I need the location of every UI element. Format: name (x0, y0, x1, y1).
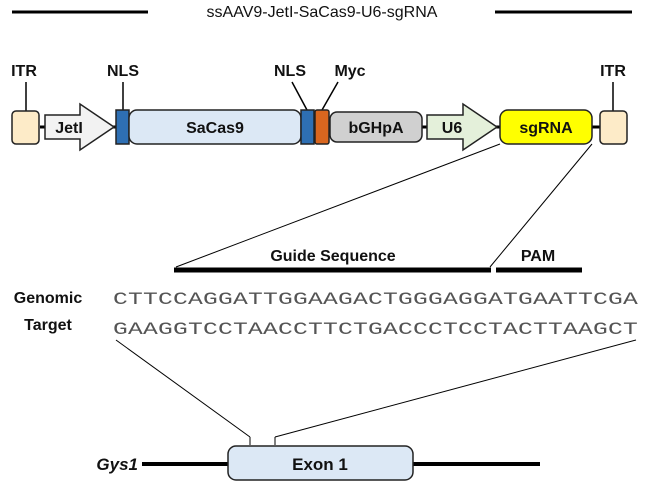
itr-left-label: ITR (11, 63, 37, 80)
jeti-promoter-arrow (44, 102, 116, 152)
gys1-gene-label: Gys1 (96, 455, 138, 474)
genomic-target-label-line1: Genomic (14, 290, 83, 307)
myc-leader (321, 81, 339, 111)
sgrna-box (499, 109, 593, 145)
top-strand-sequence: CTTCCAGGATTGGAAGACTGGGAGGATGAATTCGA (113, 290, 638, 310)
nls-right-leader (291, 81, 308, 111)
u6-promoter-arrow (426, 102, 499, 152)
guide-sequence-label: Guide Sequence (270, 248, 395, 265)
nls-left-label: NLS (107, 63, 139, 80)
nls-left-box (115, 109, 130, 145)
sgrna-label: sgRNA (519, 120, 573, 137)
diagram-title: ssAAV9-JetI-SaCas9-U6-sgRNA (207, 4, 438, 21)
bottom-strand-sequence: GAAGGTCCTAACCTTCTGACCCTCCTACTTAAGCT (113, 320, 638, 340)
exon-zoom-line-right (274, 339, 637, 438)
exon1-label: Exon 1 (292, 455, 348, 474)
sgrna-zoom-line-right (489, 143, 593, 268)
sacas9-label: SaCas9 (186, 120, 244, 137)
myc-box (314, 109, 330, 145)
exon1-box (227, 445, 414, 481)
itr-right-label: ITR (600, 63, 626, 80)
genomic-target-label-line2: Target (24, 317, 72, 334)
u6-label: U6 (442, 120, 463, 137)
bghpa-label: bGHpA (348, 120, 404, 137)
nls-right-box (300, 109, 315, 145)
itr-left-box (11, 110, 40, 145)
jeti-label: JetI (55, 120, 83, 137)
itr-right-box (599, 110, 628, 145)
exon-zoom-line-left (115, 339, 251, 438)
bghpa-box (329, 111, 423, 143)
myc-label: Myc (334, 63, 365, 80)
nls-right-label: NLS (274, 63, 306, 80)
sgrna-zoom-line-left (175, 143, 501, 268)
pam-label: PAM (521, 248, 555, 265)
